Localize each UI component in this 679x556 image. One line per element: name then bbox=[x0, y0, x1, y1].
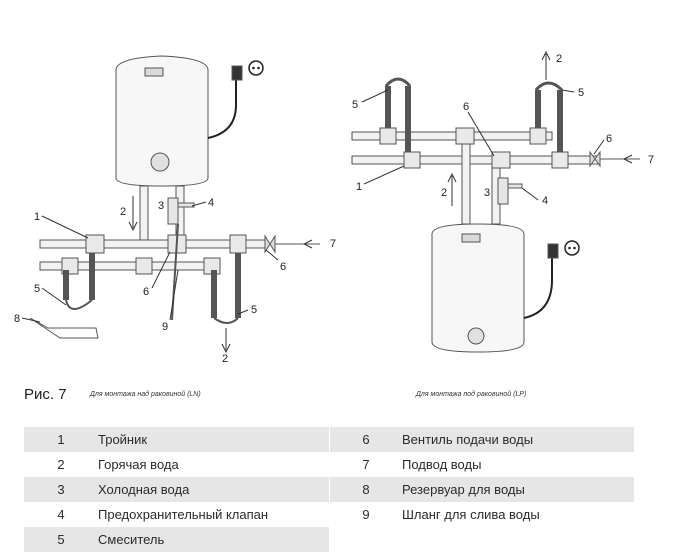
right-outlet-icon bbox=[564, 240, 580, 256]
legend-row: 7 Подвод воды bbox=[330, 452, 634, 477]
left-water-heater bbox=[115, 55, 209, 187]
right-upper-pipe bbox=[351, 131, 553, 141]
left-label-6b: 6 bbox=[280, 261, 286, 273]
left-tee-1 bbox=[85, 234, 105, 254]
left-hot-outlet-pipe bbox=[139, 185, 149, 245]
legend-text: Смеситель bbox=[98, 532, 165, 547]
right-heater-thermostat bbox=[467, 327, 485, 345]
right-label-5b: 5 bbox=[578, 87, 584, 99]
right-tee-mid-low bbox=[491, 151, 511, 169]
legend-number: 5 bbox=[57, 532, 65, 547]
left-label-5: 5 bbox=[34, 283, 40, 295]
caption-under-sink: Для монтажа под раковиной (LP) bbox=[416, 391, 527, 398]
right-tee-left-low bbox=[403, 151, 421, 169]
left-arrow-down-out bbox=[221, 328, 231, 354]
left-label-3: 3 bbox=[158, 200, 164, 212]
right-heater-logo bbox=[461, 233, 481, 243]
right-plug bbox=[547, 243, 559, 259]
legend-number: 6 bbox=[362, 432, 370, 447]
left-power-cord bbox=[207, 78, 237, 139]
right-label-6: 6 bbox=[463, 101, 469, 113]
left-supply-valve bbox=[264, 234, 276, 254]
legend-number: 8 bbox=[362, 482, 370, 497]
installation-diagram: 1 2 3 4 5 6 7 8 9 5 2 6 bbox=[14, 50, 654, 365]
legend-row: 3 Холодная вода bbox=[24, 477, 329, 502]
legend-row: 8 Резервуар для воды bbox=[330, 477, 634, 502]
right-diagram bbox=[351, 50, 640, 353]
legend-row: 6 Вентиль подачи воды bbox=[330, 427, 634, 452]
right-label-5: 5 bbox=[352, 99, 358, 111]
legend-row: 4 Предохранительный клапан bbox=[24, 502, 329, 527]
left-label-4: 4 bbox=[208, 197, 214, 209]
right-label-7: 7 bbox=[648, 154, 654, 166]
right-tee-right-up bbox=[529, 127, 547, 145]
left-diagram bbox=[21, 55, 320, 354]
legend-row: 2 Горячая вода bbox=[24, 452, 329, 477]
right-supply-valve bbox=[589, 150, 601, 168]
right-label-2: 2 bbox=[556, 53, 562, 65]
right-label-3: 3 bbox=[484, 187, 490, 199]
legend-text: Предохранительный клапан bbox=[98, 507, 269, 522]
right-tee-center bbox=[455, 127, 475, 145]
legend-number: 2 bbox=[57, 457, 65, 472]
legend-text: Шланг для слива воды bbox=[402, 507, 540, 522]
legend-number: 7 bbox=[362, 457, 370, 472]
left-outlet-icon bbox=[248, 60, 264, 76]
right-hot-pipe bbox=[461, 143, 471, 225]
right-water-heater bbox=[431, 223, 525, 353]
left-label-1: 1 bbox=[34, 211, 40, 223]
left-sink bbox=[29, 317, 99, 339]
right-arrow-up-out bbox=[541, 50, 551, 80]
left-plug bbox=[231, 65, 243, 81]
legend-left: 1 Тройник 2 Горячая вода 3 Холодная вода… bbox=[24, 427, 329, 552]
right-callouts: 2 5 6 5 6 7 1 2 3 4 bbox=[352, 53, 654, 207]
legend-number: 4 bbox=[57, 507, 65, 522]
legend-text: Тройник bbox=[98, 432, 148, 447]
legend-number: 3 bbox=[57, 482, 65, 497]
legend-text: Вентиль подачи воды bbox=[402, 432, 534, 447]
legend-text: Резервуар для воды bbox=[402, 482, 525, 497]
left-label-2b: 2 bbox=[222, 353, 228, 365]
legend-number: 1 bbox=[57, 432, 65, 447]
left-label-8: 8 bbox=[14, 313, 20, 325]
caption-over-sink: Для монтажа над раковиной (LN) bbox=[90, 391, 201, 398]
legend-row: 1 Тройник bbox=[24, 427, 329, 452]
right-label-4: 4 bbox=[542, 195, 548, 207]
left-arrow-hot-down bbox=[128, 196, 138, 232]
left-label-5b: 5 bbox=[251, 304, 257, 316]
left-label-7: 7 bbox=[330, 238, 336, 250]
legend-row: 9 Шланг для слива воды bbox=[330, 502, 634, 527]
left-tee-right bbox=[229, 234, 247, 254]
legend-text: Горячая вода bbox=[98, 457, 179, 472]
left-tee-hot bbox=[135, 257, 153, 275]
right-label-1: 1 bbox=[356, 181, 362, 193]
left-safety-valve bbox=[167, 197, 179, 225]
left-label-9: 9 bbox=[162, 321, 168, 333]
left-mixer-right bbox=[211, 253, 241, 318]
left-label-2: 2 bbox=[120, 206, 126, 218]
left-label-6: 6 bbox=[143, 286, 149, 298]
legend-text: Подвод воды bbox=[402, 457, 482, 472]
right-mixer-left bbox=[385, 86, 411, 152]
figure-title: Рис. 7 bbox=[24, 386, 67, 403]
right-arrow-hot-up bbox=[447, 172, 457, 206]
left-callouts: 1 2 3 4 5 6 7 8 9 5 2 6 bbox=[14, 197, 336, 365]
right-tee-right-low bbox=[551, 151, 569, 169]
right-safety-valve bbox=[497, 177, 509, 205]
right-label-6b: 6 bbox=[606, 133, 612, 145]
left-heater-thermostat bbox=[150, 152, 170, 172]
legend-right: 6 Вентиль подачи воды 7 Подвод воды 8 Ре… bbox=[330, 427, 634, 527]
legend-number: 9 bbox=[362, 507, 370, 522]
legend-row: 5 Смеситель bbox=[24, 527, 329, 552]
left-heater-logo bbox=[144, 67, 164, 77]
right-mixer-right bbox=[535, 90, 563, 152]
right-label-2b: 2 bbox=[441, 187, 447, 199]
legend-text: Холодная вода bbox=[98, 482, 190, 497]
right-tee-left-up bbox=[379, 127, 397, 145]
right-power-cord bbox=[523, 256, 553, 319]
left-mixer bbox=[63, 253, 95, 300]
